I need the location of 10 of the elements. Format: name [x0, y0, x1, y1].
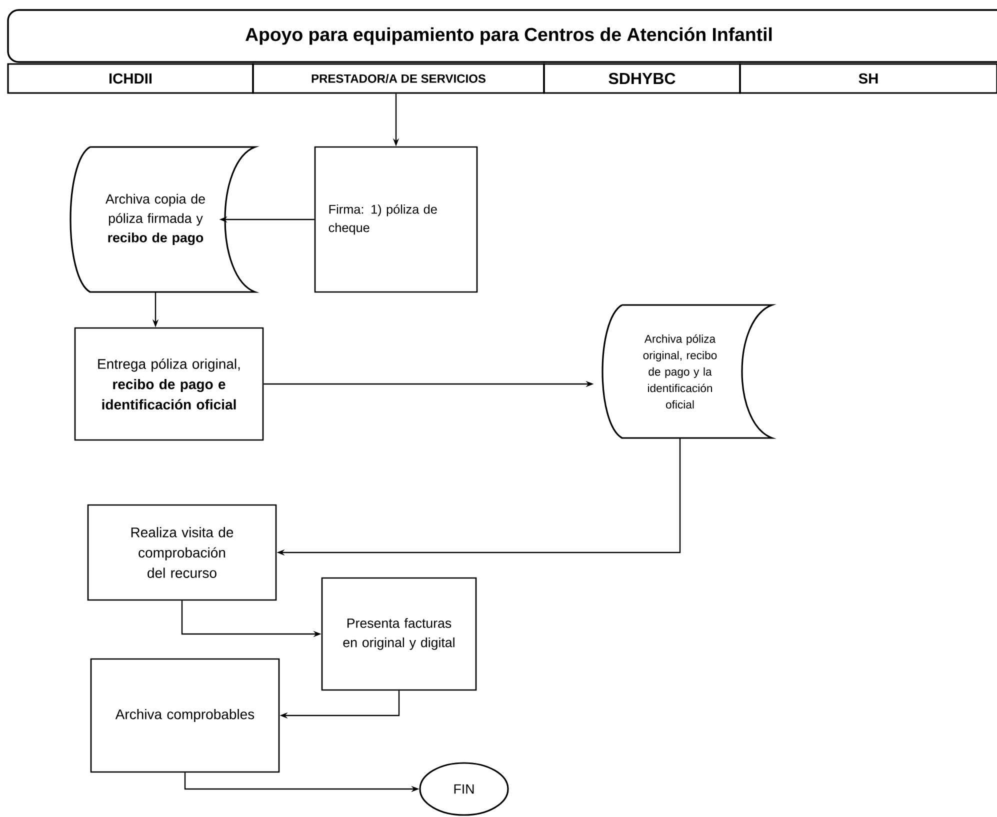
lane-header: SH: [739, 63, 997, 94]
process-box: Entrega póliza original, recibo de pago e identificación oficial: [74, 327, 264, 441]
process-box: Realiza visita de comprobación del recurso: [87, 504, 277, 601]
lane-header: PRESTADOR/A DE SERVICIOS: [252, 63, 545, 94]
process-box: Firma: 1) póliza de cheque: [314, 146, 478, 293]
process-box: Archiva comprobables: [90, 658, 280, 773]
lane-header: ICHDII: [7, 63, 254, 94]
process-box: Presenta facturas en original y digital: [321, 577, 477, 691]
title-banner: Apoyo para equipamiento para Centros de Atención Infantil: [7, 9, 997, 63]
lane-header: SDHYBC: [543, 63, 741, 94]
